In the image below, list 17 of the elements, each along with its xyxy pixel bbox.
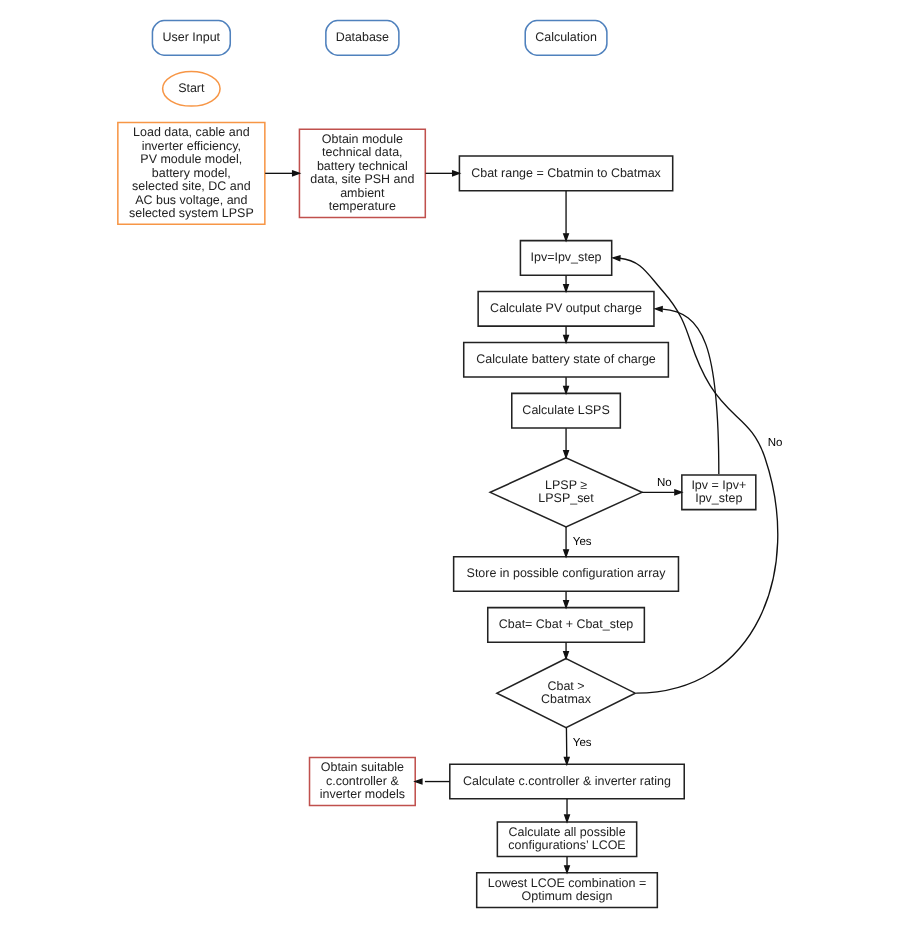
arrow [561,376,569,396]
arrow [561,526,569,559]
arrow [423,170,461,177]
arrow [561,190,569,243]
arrow [561,641,569,661]
arrow [652,305,719,475]
arrow [562,856,570,875]
arrow [562,798,570,824]
arrow [561,274,569,294]
arrow [561,427,569,460]
arrow [640,489,683,496]
arrow [562,727,570,767]
arrow [610,254,778,694]
arrow [561,325,569,345]
arrow [561,590,569,610]
arrow [263,170,301,177]
arrow [412,778,450,785]
